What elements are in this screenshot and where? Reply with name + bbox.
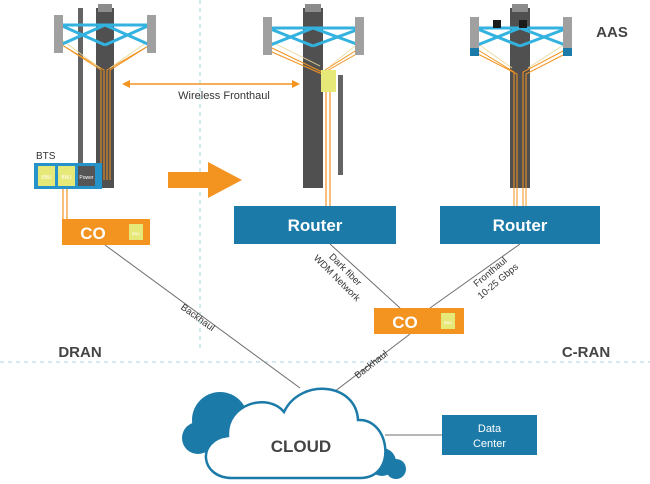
cell-tower-icon xyxy=(470,4,572,206)
router-label: Router xyxy=(493,216,548,235)
co-card-label: BBU xyxy=(444,320,452,325)
cloud-icon xyxy=(182,387,406,480)
data-center-label: Center xyxy=(473,438,506,450)
co-left-label: CO xyxy=(80,224,106,243)
backhaul-right-label: Backhaul xyxy=(353,349,391,382)
bts-card-label: Power xyxy=(79,175,94,181)
right-arrow-icon xyxy=(168,162,242,198)
bts-cabinet: BBU BBU Power xyxy=(34,163,102,189)
backhaul-link xyxy=(104,244,301,389)
aas-label: AAS xyxy=(596,24,628,41)
wireless-fronthaul-arrow xyxy=(122,80,300,88)
bts-card-label: BBU xyxy=(41,175,52,181)
cran-label: C-RAN xyxy=(562,344,610,361)
cloud-label: CLOUD xyxy=(271,437,331,456)
co-card-label: BBU xyxy=(132,231,140,236)
co-center-node: CO BBU xyxy=(374,308,464,334)
backhaul-link xyxy=(329,333,411,396)
router-node: Router xyxy=(440,206,600,244)
cell-tower-icon xyxy=(54,4,156,188)
dran-label: DRAN xyxy=(58,344,101,361)
router-node: Router xyxy=(234,206,396,244)
co-left-node: CO BBU xyxy=(62,219,150,245)
data-center-node: Data Center xyxy=(442,415,537,455)
bts-card-label: BBU xyxy=(61,175,72,181)
dark-fiber-link xyxy=(329,243,401,309)
co-center-label: CO xyxy=(392,313,418,332)
bts-label: BTS xyxy=(36,151,56,162)
cell-tower-icon xyxy=(263,4,364,206)
router-label: Router xyxy=(288,216,343,235)
wireless-fronthaul-label: Wireless Fronthaul xyxy=(178,90,270,102)
backhaul-left-label: Backhaul xyxy=(178,302,216,334)
data-center-label: Data xyxy=(478,423,502,435)
fronthaul-link xyxy=(429,243,521,309)
